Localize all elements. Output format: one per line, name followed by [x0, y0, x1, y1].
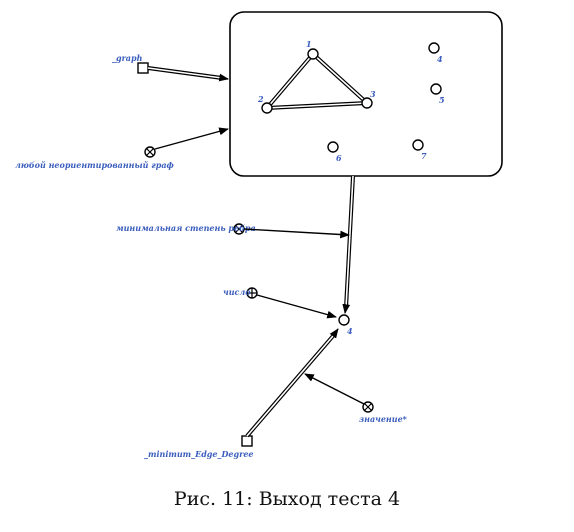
- graph-vertex-label-7: 7: [421, 151, 427, 161]
- graph-sc-node: [137, 62, 149, 74]
- result-node: [338, 314, 350, 326]
- graph-vertex-label-6: 6: [336, 153, 342, 163]
- graph-edge-1-2: [265, 52, 315, 110]
- graph-vertex-4: [428, 42, 440, 54]
- graph-vertex-1: [307, 48, 319, 60]
- frame-to-result-arc: [342, 175, 355, 314]
- min-degree-to-arc-arc: [243, 228, 350, 239]
- graph-vertex-label-3: 3: [370, 89, 376, 99]
- any-graph-to-frame-arc: [154, 127, 229, 150]
- result-node-label: 4: [347, 326, 353, 336]
- min-degree-relation-label: минимальная степень ребра: [116, 223, 256, 233]
- graph-sc-node-label: _graph: [112, 53, 143, 63]
- structure-frame: [229, 11, 503, 177]
- graph-vertex-5: [430, 83, 442, 95]
- number-class-label: число: [223, 287, 251, 297]
- graph-vertex-3: [361, 97, 373, 109]
- any-graph-class-label: любой неориентированный граф: [15, 160, 174, 170]
- value-relation-node: [362, 401, 374, 413]
- graph-vertex-6: [327, 141, 339, 153]
- graph-edge-2-3: [266, 101, 368, 110]
- min-edge-degree-node: [241, 435, 253, 447]
- min-edge-degree-to-result-arc: [245, 328, 339, 438]
- graph-vertex-2: [261, 102, 273, 114]
- graph-vertex-label-1: 1: [306, 39, 312, 49]
- figure-caption: Рис. 11: Выход теста 4: [173, 488, 401, 510]
- value-to-arc-arc: [304, 373, 365, 405]
- min-edge-degree-label: _minimum_Edge_Degree: [144, 449, 254, 459]
- graph-to-frame-arc: [147, 66, 229, 82]
- graph-vertex-label-4: 4: [437, 54, 443, 64]
- graph-vertex-7: [412, 139, 424, 151]
- graph-vertex-label-5: 5: [439, 95, 445, 105]
- number-to-result-arc: [256, 294, 337, 319]
- graph-edge-1-3: [311, 52, 369, 105]
- value-relation-label: значение*: [359, 414, 408, 424]
- number-class-node: [246, 287, 258, 299]
- graph-vertex-label-2: 2: [257, 94, 264, 104]
- any-graph-class-node: [144, 146, 156, 158]
